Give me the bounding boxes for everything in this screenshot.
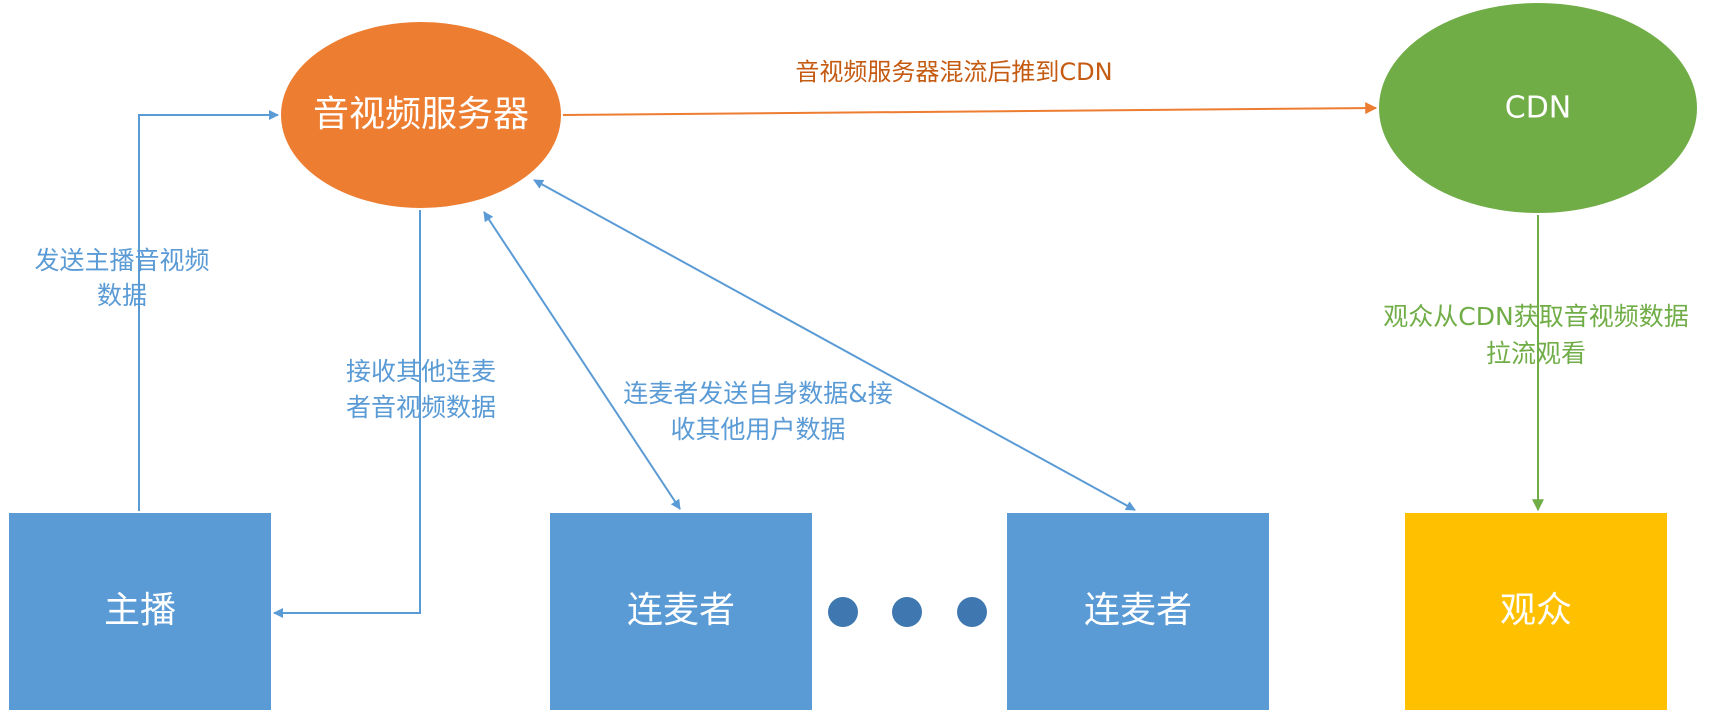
cdn-to-viewer-label-line-2: 拉流观看: [1486, 339, 1586, 368]
guest-1-node: 连麦者: [548, 511, 814, 712]
viewer-label: 观众: [1500, 590, 1572, 631]
three-dots-icon: [828, 597, 987, 627]
guest-exchange-label-line-2: 收其他用户数据: [670, 415, 845, 444]
guest-exchange-label-line-1: 连麦者发送自身数据&接: [623, 379, 893, 408]
host-send-label-line-1: 发送主播音视频: [34, 246, 209, 275]
cdn-label: CDN: [1505, 91, 1572, 126]
cdn-to-viewer-label-line-1: 观众从CDN获取音视频数据: [1383, 302, 1688, 331]
guest-1-exchange-connector: [483, 211, 681, 510]
host-send-label-line-2: 数据: [97, 281, 147, 310]
cdn-node: CDN: [1377, 1, 1699, 215]
server-to-cdn-label: 音视频服务器混流后推到CDN: [795, 58, 1112, 86]
viewer-node: 观众: [1403, 511, 1669, 712]
server-to-cdn-connector: [561, 102, 1378, 116]
host-send-connector: [138, 110, 279, 512]
host-label: 主播: [104, 590, 176, 631]
guest-2-exchange-connector: [533, 179, 1136, 511]
host-node: 主播: [7, 511, 273, 712]
server-label: 音视频服务器: [313, 94, 529, 135]
host-receive-connector: [273, 208, 421, 618]
host-receive-label-line-1: 接收其他连麦: [346, 357, 496, 386]
guest-2-label: 连麦者: [1084, 590, 1192, 631]
guest-1-label: 连麦者: [627, 590, 735, 631]
guest-2-node: 连麦者: [1005, 511, 1271, 712]
host-receive-label-line-2: 者音视频数据: [346, 393, 496, 422]
server-node: 音视频服务器: [279, 20, 563, 210]
